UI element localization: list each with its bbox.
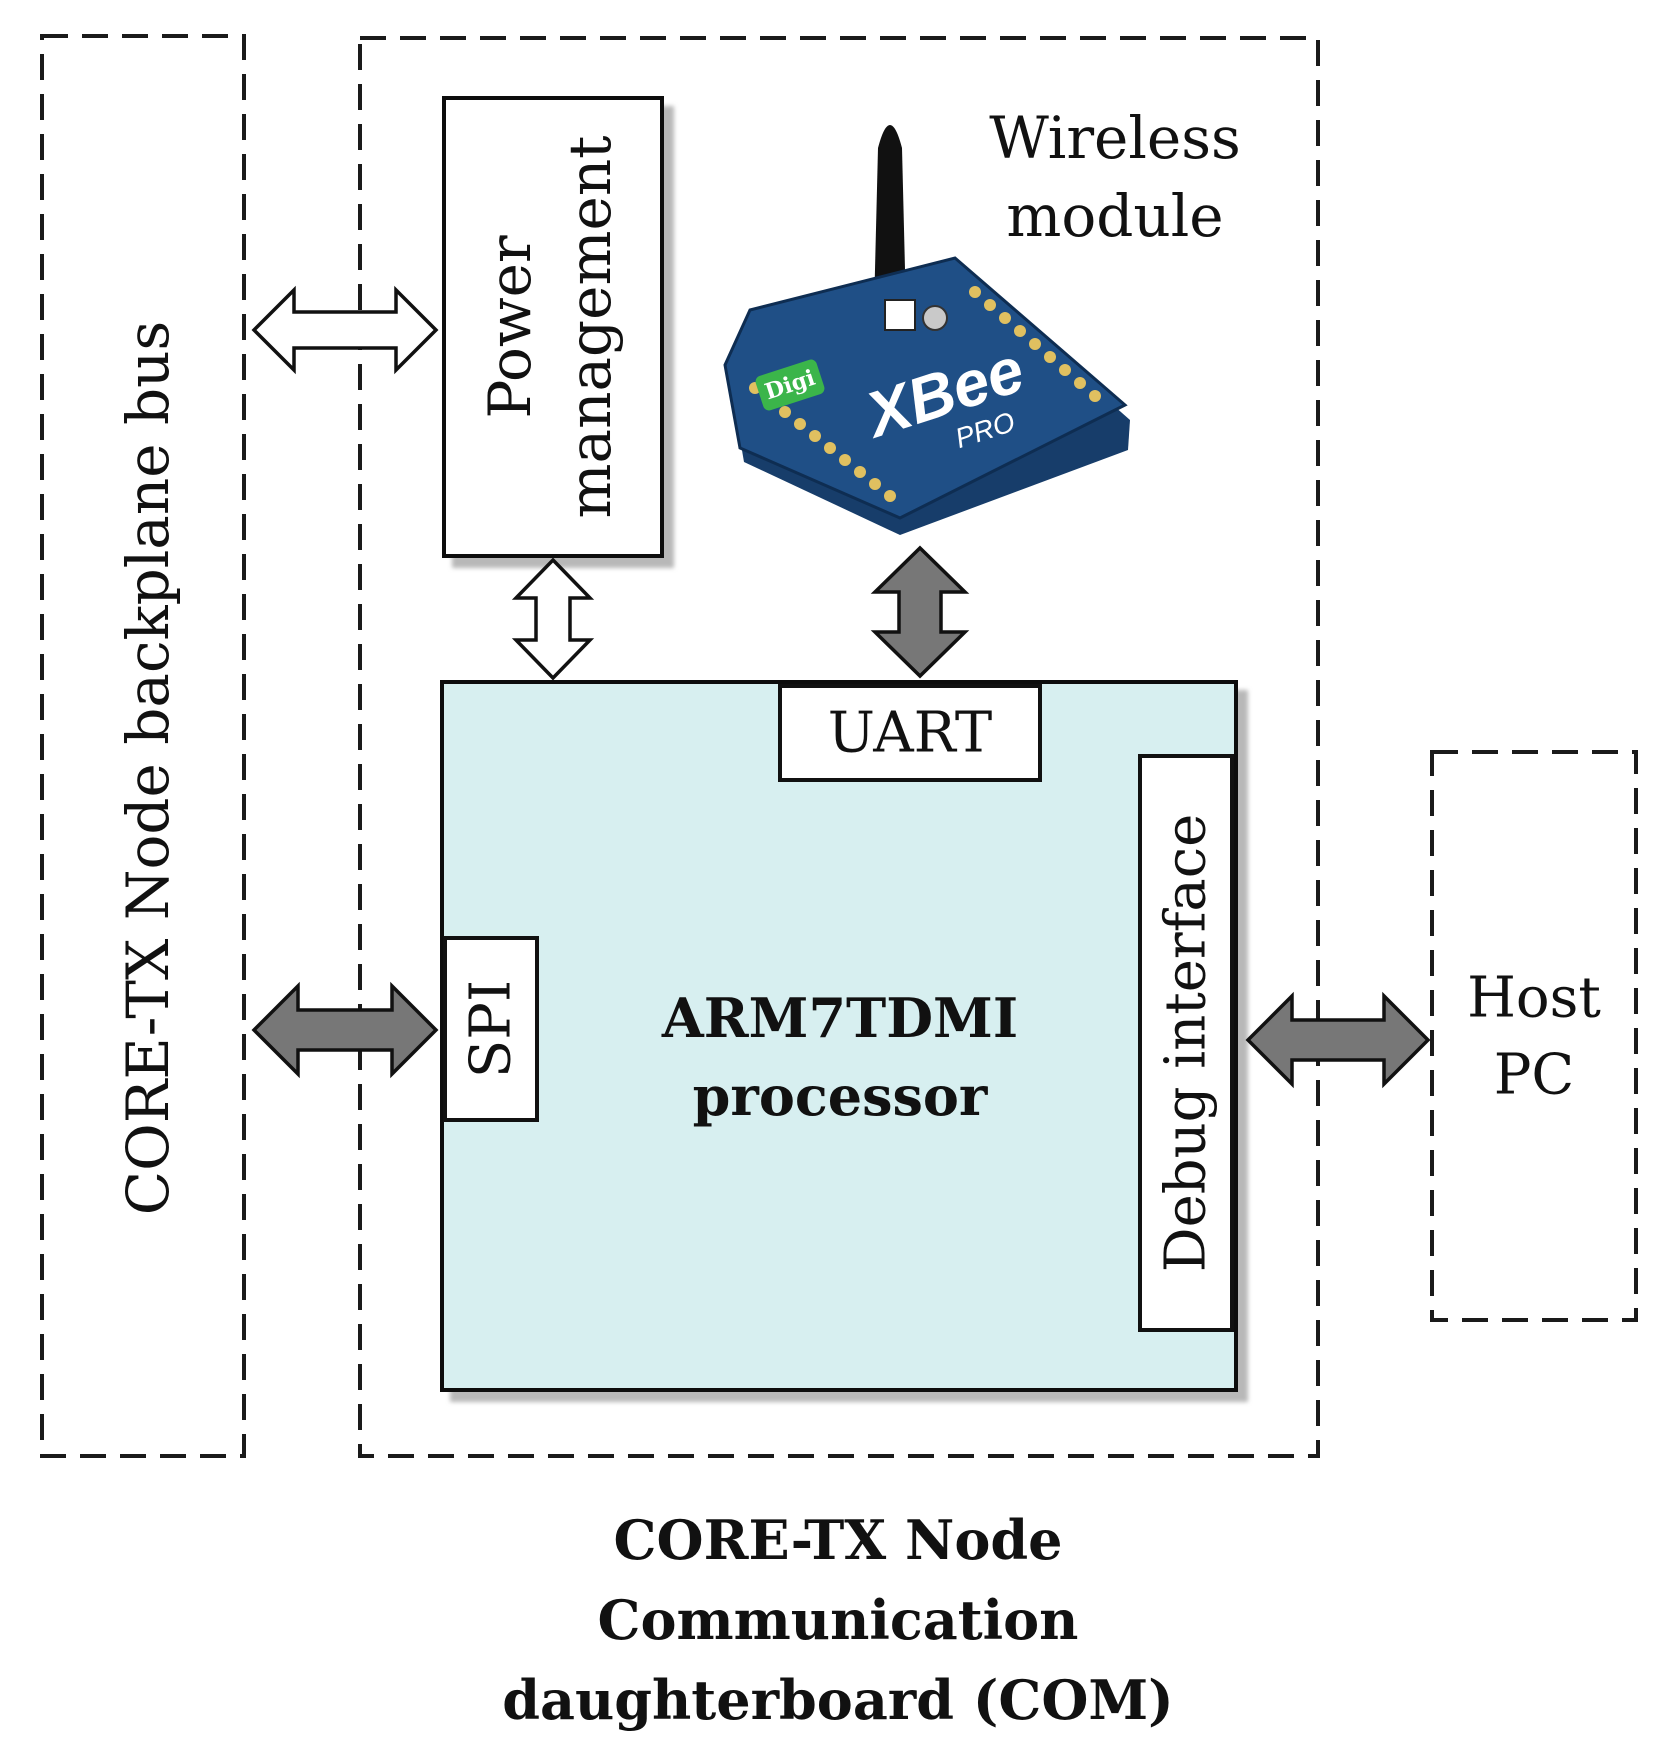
xbee-board	[723, 256, 1128, 520]
power-management-block: Power management	[442, 96, 664, 558]
uart-box	[778, 684, 1042, 782]
processor-label-line1: ARM7TDMI	[661, 986, 1018, 1050]
debug-interface-label: Debug interface	[1154, 814, 1219, 1273]
caption-line1: CORE-TX Node	[614, 1508, 1063, 1572]
backplane-bus: CORE-TX Node backplane bus	[40, 34, 246, 1458]
power-processor-arrow	[511, 557, 595, 681]
backplane-spi-arrow	[251, 981, 439, 1079]
host-pc-label-line1: Host	[1467, 966, 1601, 1031]
host-pc: Host PC	[1430, 750, 1638, 1322]
power-management-label-line2: management	[556, 136, 624, 519]
xbee-connector	[884, 299, 916, 331]
caption-line3: daughterboard (COM)	[502, 1668, 1173, 1732]
power-management-label-line1: Power	[476, 235, 544, 419]
host-pc-label-line2: PC	[1494, 1043, 1575, 1108]
backplane-power-arrow	[251, 285, 439, 375]
antenna-icon	[874, 125, 906, 310]
host-pc-border	[1430, 750, 1638, 1322]
debug-host-arrow	[1245, 991, 1431, 1089]
wireless-uart-arrow	[870, 545, 970, 679]
backplane-bus-label: CORE-TX Node backplane bus	[114, 321, 182, 1215]
processor-block: ARM7TDMI processor UART SPI Debug interf…	[440, 680, 1238, 1392]
caption: CORE-TX Node Communication daughterboard…	[502, 1508, 1173, 1732]
xbee-uf-connector	[922, 305, 948, 331]
debug-interface-box	[1138, 754, 1234, 1332]
backplane-bus-border	[40, 34, 246, 1458]
caption-line2: Communication	[598, 1588, 1079, 1652]
wireless-module-label-line2: module	[1006, 182, 1223, 250]
processor-label-line2: processor	[693, 1064, 988, 1128]
com-daughterboard-border	[358, 36, 1320, 1458]
spi-label: SPI	[459, 980, 524, 1078]
power-management-box	[442, 96, 664, 558]
processor-box	[440, 680, 1238, 1392]
spi-box	[443, 936, 539, 1122]
uart-label: UART	[828, 701, 992, 766]
wireless-module-label-line1: Wireless	[989, 104, 1241, 172]
xbee-module-image: Digi XBee PRO	[723, 125, 1130, 535]
